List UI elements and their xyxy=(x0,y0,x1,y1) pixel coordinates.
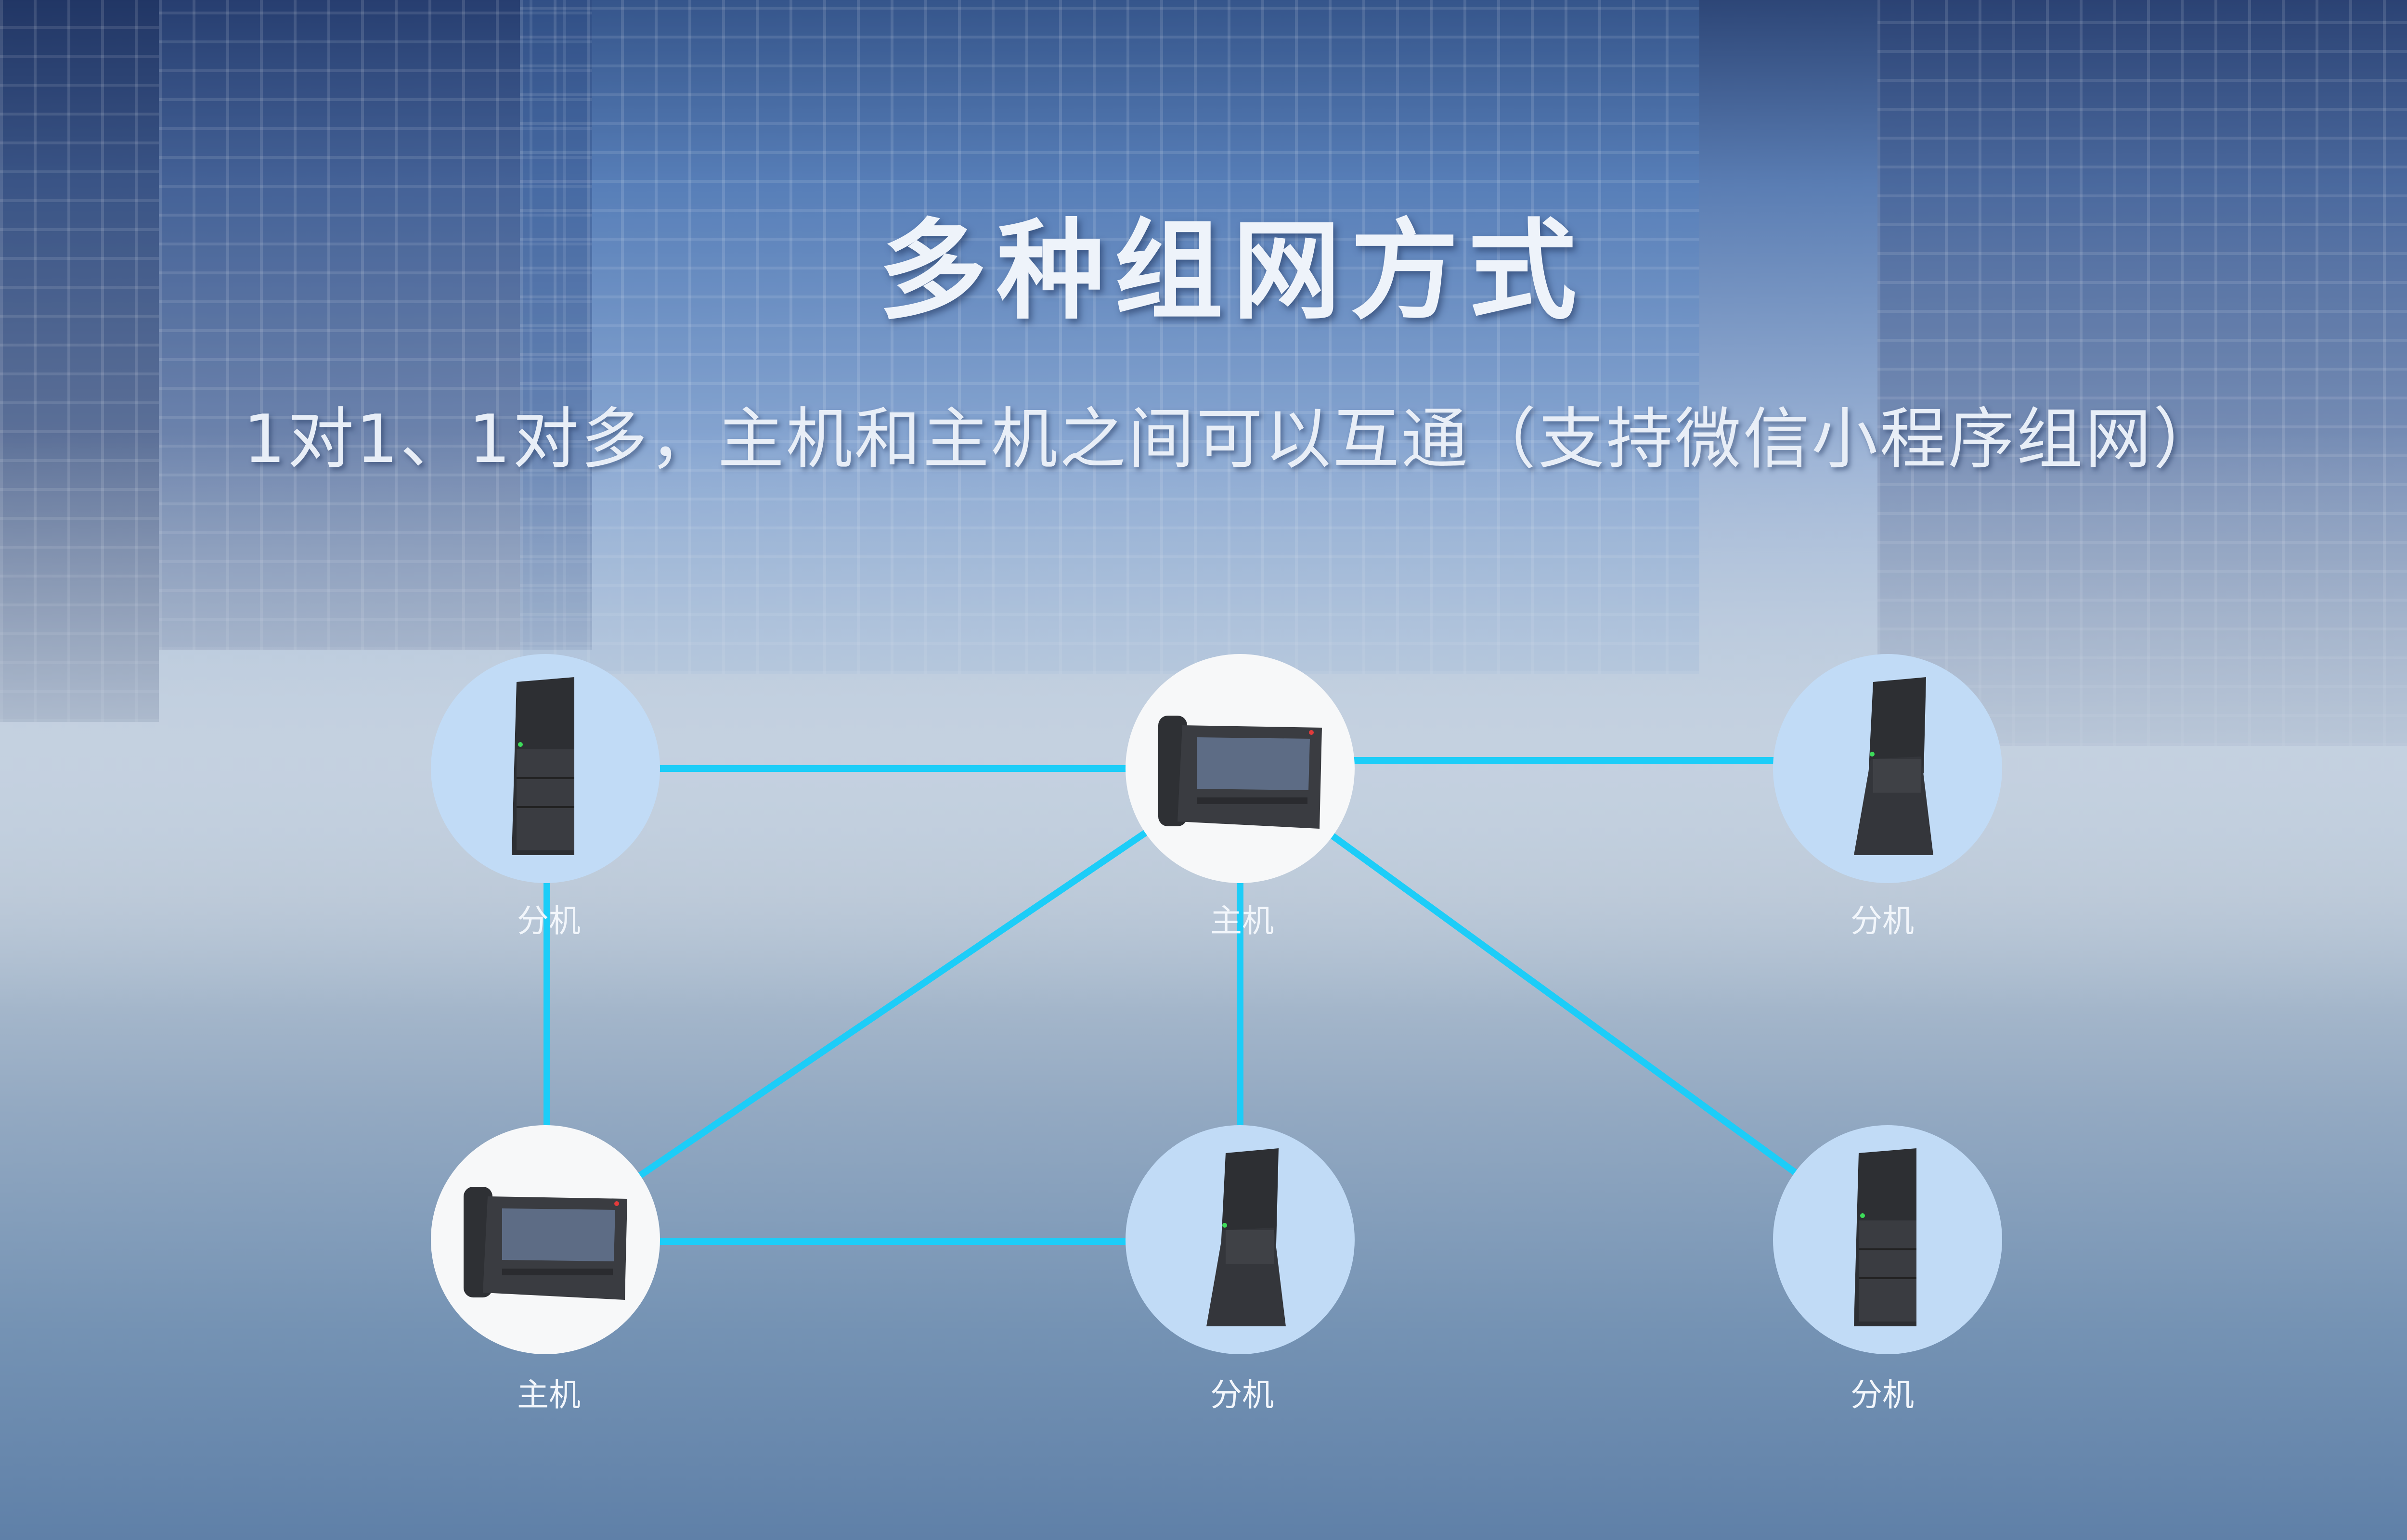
node-label: 分机 xyxy=(517,902,581,939)
link-host1-ext4 xyxy=(1238,766,1890,1243)
desk-phone-icon xyxy=(464,1187,627,1300)
node-host[interactable] xyxy=(1126,654,1355,883)
handset-icon xyxy=(512,677,574,855)
node-label: 分机 xyxy=(1851,1376,1914,1413)
node-extension[interactable] xyxy=(1126,1125,1355,1354)
node-extension[interactable] xyxy=(1773,654,2002,883)
node-extension[interactable] xyxy=(431,654,660,883)
handset-icon xyxy=(1854,1148,1916,1326)
handset-stand-icon xyxy=(1206,1148,1286,1326)
page-title: 多种组网方式 xyxy=(879,208,1586,334)
desk-phone-icon xyxy=(1158,716,1322,829)
node-label: 主机 xyxy=(517,1376,581,1413)
link-host1-host2 xyxy=(544,766,1242,1243)
node-extension[interactable] xyxy=(1773,1125,2002,1354)
handset-stand-icon xyxy=(1854,677,1933,855)
node-host[interactable] xyxy=(431,1125,660,1354)
node-label: 分机 xyxy=(1851,902,1914,939)
node-label: 分机 xyxy=(1210,1376,1274,1413)
page-subtitle: 1对1、1对多，主机和主机之间可以互通（支持微信小程序组网） xyxy=(243,400,2222,478)
node-label: 主机 xyxy=(1210,902,1274,939)
